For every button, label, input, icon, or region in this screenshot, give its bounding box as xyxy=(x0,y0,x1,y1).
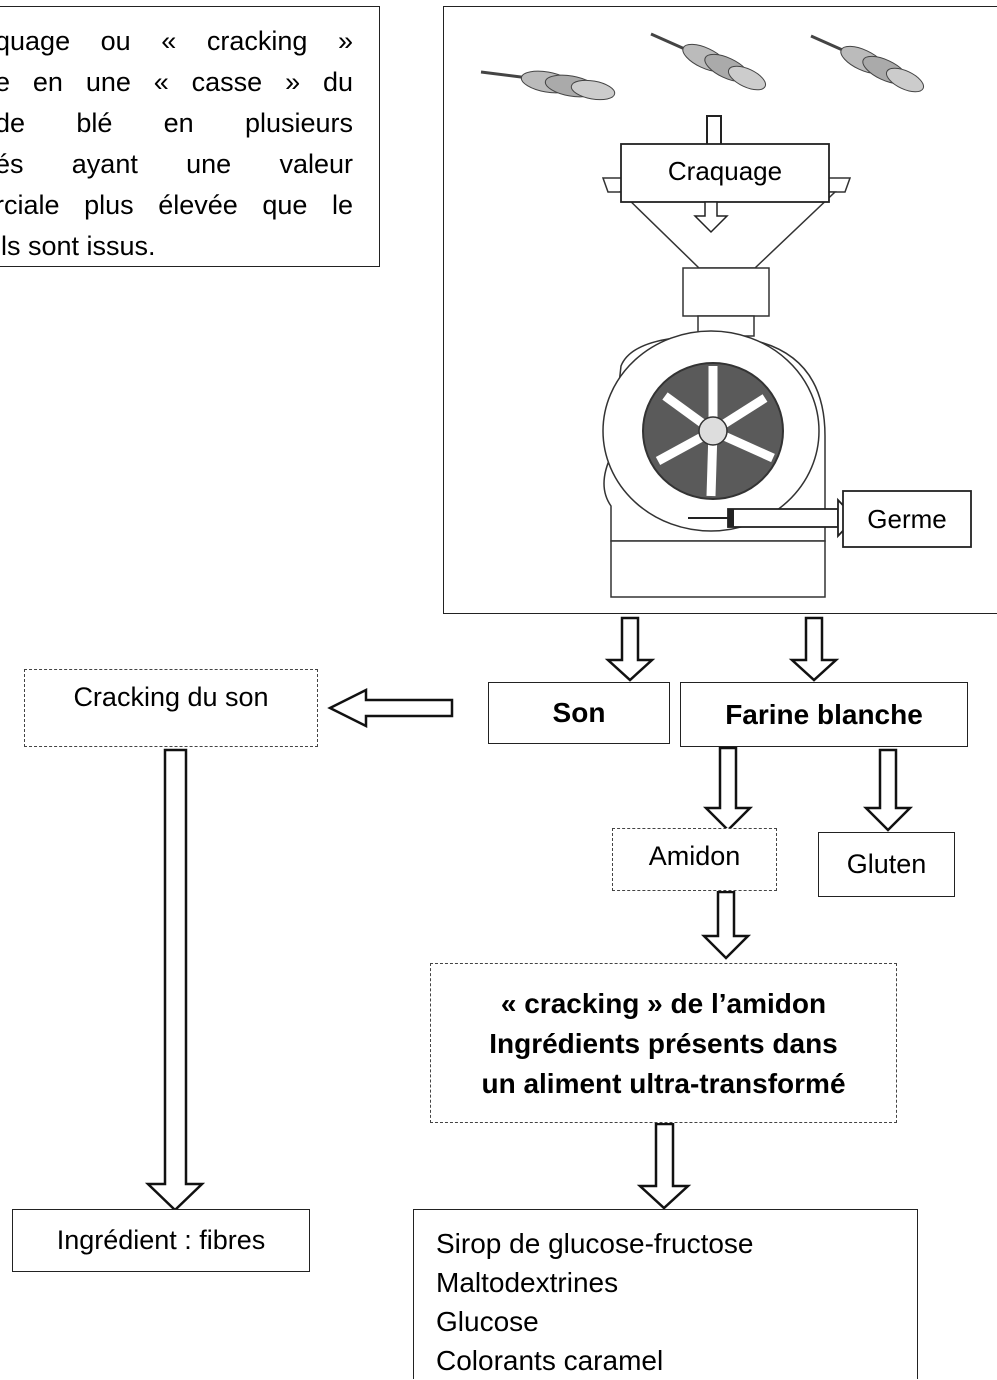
milling-machine-frame xyxy=(443,6,997,614)
definition-box: quage ou « cracking » e en une « casse »… xyxy=(0,6,380,267)
cracking-amidon-line-1: « cracking » de l’amidon xyxy=(500,988,827,1019)
definition-line-5: rciale plus élevée que le xyxy=(0,190,353,220)
ingredient-item: Maltodextrines xyxy=(436,1267,619,1298)
gluten-box: Gluten xyxy=(818,832,955,897)
germe-label: Germe xyxy=(867,504,946,534)
down-arrow-icon xyxy=(144,748,206,1212)
amidon-box: Amidon xyxy=(612,828,777,891)
down-arrow-icon xyxy=(788,616,840,682)
farine-blanche-label: Farine blanche xyxy=(725,698,923,730)
wheat-ear-icon-2 xyxy=(650,32,767,91)
cracking-amidon-line-3: un aliment ultra-transformé xyxy=(481,1068,846,1099)
cracking-amidon-line-2: Ingrédients présents dans xyxy=(489,1028,838,1059)
cracking-amidon-box: « cracking » de l’amidon Ingrédients pré… xyxy=(430,963,897,1123)
definition-line-4: és ayant une valeur xyxy=(0,149,353,179)
milling-machine-illustration: Craquage Germe xyxy=(480,32,972,598)
son-label: Son xyxy=(552,697,606,728)
germe-box xyxy=(842,490,972,548)
wheat-ear-icon-1 xyxy=(480,70,616,101)
ingredient-item: Glucose xyxy=(436,1306,539,1337)
down-arrow-icon xyxy=(604,616,656,682)
definition-line-6: ils sont issus. xyxy=(0,231,156,261)
fibres-label: Ingrédient : fibres xyxy=(56,1225,266,1255)
cracking-son-label: Cracking du son xyxy=(73,682,269,712)
definition-line-1: quage ou « cracking » xyxy=(0,26,353,56)
ingredient-item: Colorants caramel xyxy=(436,1345,664,1376)
ingredient-item: Sirop de glucose-fructose xyxy=(436,1228,754,1259)
cracking-son-box: Cracking du son xyxy=(24,669,318,747)
down-arrow-icon xyxy=(700,890,752,960)
definition-line-3: de blé en plusieurs xyxy=(0,108,353,138)
down-arrow-icon xyxy=(702,746,754,832)
craquage-label: Craquage xyxy=(668,156,782,186)
down-arrow-icon xyxy=(862,748,914,832)
fibres-box: Ingrédient : fibres xyxy=(12,1209,310,1272)
amidon-label: Amidon xyxy=(648,841,741,871)
wheat-ear-icon-3 xyxy=(810,34,925,93)
definition-line-2: e en une « casse » du xyxy=(0,67,353,97)
craquage-box xyxy=(620,143,830,203)
left-arrow-icon xyxy=(327,687,454,729)
gluten-label: Gluten xyxy=(846,849,927,879)
farine-blanche-box: Farine blanche xyxy=(680,682,968,747)
down-arrow-icon xyxy=(636,1122,692,1210)
son-box: Son xyxy=(488,682,670,744)
final-ingredients-box: Sirop de glucose-fructose Maltodextrines… xyxy=(413,1209,918,1379)
down-arrow-icon xyxy=(693,201,729,234)
